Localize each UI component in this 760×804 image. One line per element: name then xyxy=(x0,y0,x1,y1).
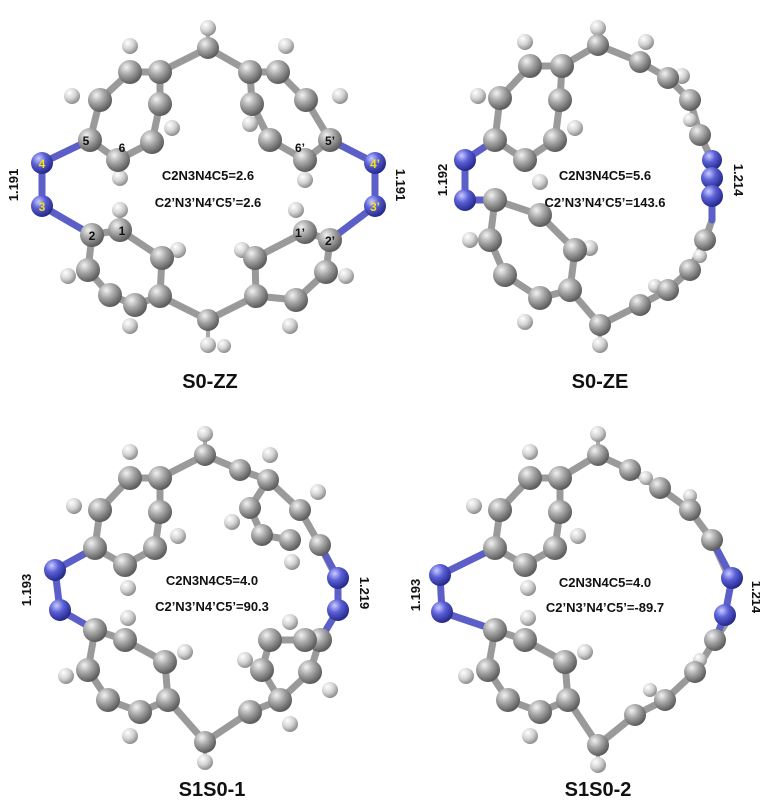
panel-s0-ze: C2N3N4C5=5.6 C2’N3’N4’C5’=143.6 1.192 1.… xyxy=(435,20,746,393)
bond-length-right: 1.214 xyxy=(749,581,760,614)
dihedral-label-2: C2’N3’N4’C5’=-89.7 xyxy=(546,600,664,615)
dihedral-label-2: C2’N3’N4’C5’=2.6 xyxy=(155,195,262,210)
atom-label: 6 xyxy=(119,141,126,155)
molecule-s1s0-2 xyxy=(429,426,743,773)
bond-length-left: 1.193 xyxy=(408,579,423,612)
bond-length-right: 1.214 xyxy=(731,164,746,197)
panel-title: S1S0-1 xyxy=(179,779,246,801)
bond-length-left: 1.191 xyxy=(6,169,21,202)
atom-label: 5’ xyxy=(325,134,335,148)
bond-length-left: 1.192 xyxy=(435,164,450,197)
panel-title: S0-ZZ xyxy=(182,371,238,393)
panel-s1s0-2: C2N3N4C5=4.0 C2’N3’N4’C5’=-89.7 1.193 1.… xyxy=(408,426,760,801)
dihedral-label-2: C2’N3’N4’C5’=90.3 xyxy=(155,599,269,614)
dihedral-label-2: C2’N3’N4’C5’=143.6 xyxy=(544,195,665,210)
atom-label: 4 xyxy=(39,157,46,171)
atom-label: 4’ xyxy=(370,157,380,171)
atom-label: 3 xyxy=(39,200,46,214)
dihedral-label-1: C2N3N4C5=2.6 xyxy=(162,168,254,183)
molecule-s0-ze xyxy=(454,20,723,353)
molecule-s1s0-1 xyxy=(44,426,349,770)
panel-s0-zz: 5 6 4 3 2 1 6’ 5’ 4’ 3’ 1’ 2’ C2N3N4C5=2… xyxy=(6,20,408,393)
panel-title: S1S0-2 xyxy=(565,779,632,801)
atom-label: 3’ xyxy=(370,200,380,214)
panel-title: S0-ZE xyxy=(572,371,629,393)
dihedral-label-1: C2N3N4C5=4.0 xyxy=(559,575,651,590)
atom-label: 1 xyxy=(119,224,126,238)
atom-label: 1’ xyxy=(295,226,305,240)
dihedral-label-1: C2N3N4C5=4.0 xyxy=(166,573,258,588)
atom-label: 5 xyxy=(83,134,90,148)
molecule-s0-zz xyxy=(31,20,386,353)
atom-label: 2’ xyxy=(325,234,335,248)
atom-label: 2 xyxy=(89,229,96,243)
bond-length-right: 1.191 xyxy=(393,169,408,202)
dihedral-label-1: C2N3N4C5=5.6 xyxy=(559,168,651,183)
atom-label: 6’ xyxy=(295,141,305,155)
panel-s1s0-1: C2N3N4C5=4.0 C2’N3’N4’C5’=90.3 1.193 1.2… xyxy=(19,426,372,801)
bond-length-left: 1.193 xyxy=(19,574,34,607)
bond-length-right: 1.219 xyxy=(357,577,372,610)
